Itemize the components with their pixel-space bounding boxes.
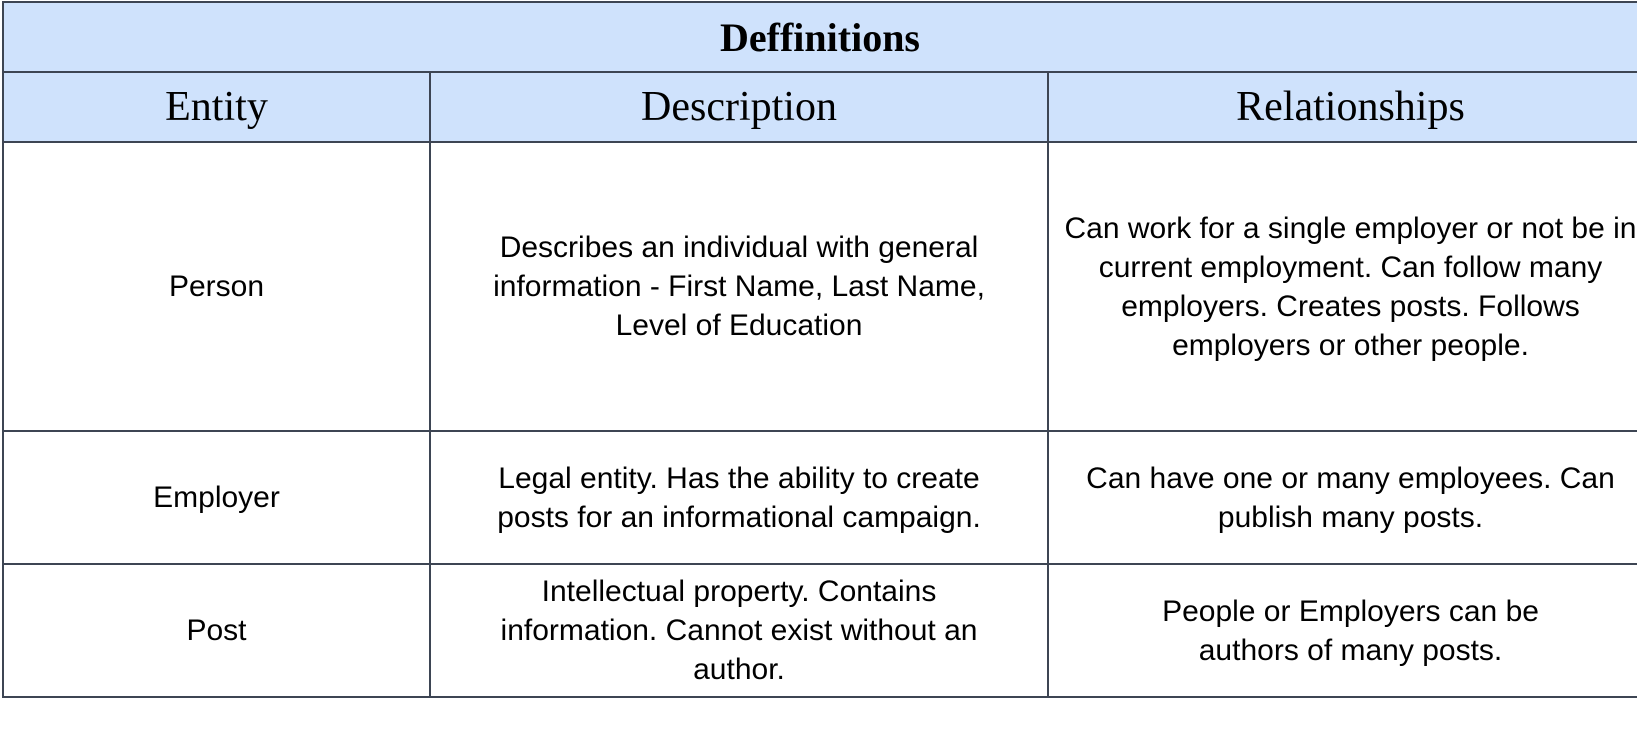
- relationships-cell: Can work for a single employer or not be…: [1047, 141, 1637, 432]
- description-cell: Intellectual property. Contains informat…: [429, 563, 1049, 698]
- table-row: Employer Legal entity. Has the ability t…: [2, 430, 1637, 565]
- table-title: Deffinitions: [720, 14, 920, 60]
- title-row: Deffinitions: [2, 1, 1637, 73]
- relationships-cell: People or Employers can be authors of ma…: [1047, 563, 1637, 698]
- header-description: Description: [429, 71, 1049, 143]
- table-title-cell: Deffinitions: [2, 1, 1637, 73]
- definitions-table: Deffinitions Entity Description Relation…: [2, 1, 1637, 698]
- relationships-cell: Can have one or many employees. Can publ…: [1047, 430, 1637, 565]
- header-row: Entity Description Relationships: [2, 71, 1637, 143]
- description-cell: Legal entity. Has the ability to create …: [429, 430, 1049, 565]
- entity-cell: Person: [2, 141, 431, 432]
- table-row: Person Describes an individual with gene…: [2, 141, 1637, 432]
- entity-cell: Post: [2, 563, 431, 698]
- description-cell: Describes an individual with general inf…: [429, 141, 1049, 432]
- header-entity: Entity: [2, 71, 431, 143]
- header-relationships: Relationships: [1047, 71, 1637, 143]
- table-row: Post Intellectual property. Contains inf…: [2, 563, 1637, 698]
- entity-cell: Employer: [2, 430, 431, 565]
